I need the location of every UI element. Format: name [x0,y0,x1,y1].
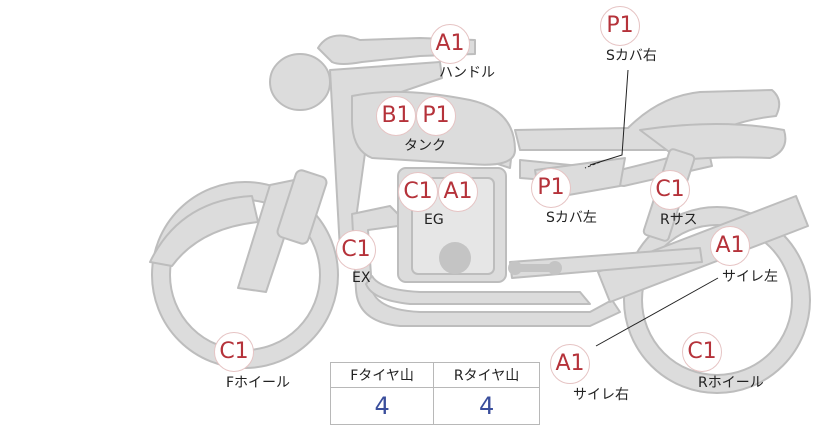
header-rear-tire: Rタイヤ山 [433,362,540,388]
header-front-tire: Fタイヤ山 [329,362,435,388]
grade-badge-r-sus: C1 [650,170,690,210]
label-exhaust: EX [352,270,371,286]
label-s-cover-r: Sカバ右 [606,48,657,64]
grade-badge-muffler-l: A1 [710,226,750,266]
grade-badge-engine-2: A1 [438,172,478,212]
grade-badge-tank-2: P1 [416,96,456,136]
grade-badge-tank-1: B1 [376,96,416,136]
label-tank: タンク [404,138,446,154]
value-rear-tire: 4 [433,387,540,425]
grade-badge-f-wheel: C1 [214,332,254,372]
label-handle: ハンドル [439,65,495,81]
value-front-tire: 4 [329,387,435,425]
muffler-shape [597,195,809,303]
grade-badge-engine-1: C1 [398,172,438,212]
label-engine: EG [424,212,444,228]
label-r-wheel: Rホイール [698,375,764,391]
label-r-sus: Rサス [660,212,698,228]
front-fender-shape [149,195,259,267]
label-muffler-r: サイレ右 [573,387,629,403]
grade-badge-exhaust: C1 [336,230,376,270]
leader-line-s-cover-r [589,69,629,166]
grade-badge-r-wheel: C1 [682,332,722,372]
grade-badge-s-cover-r: P1 [600,6,640,46]
leader-line-muffler-r [595,277,719,347]
grade-badge-s-cover-l: P1 [531,168,571,208]
label-muffler-l: サイレ左 [722,269,778,285]
grade-badge-muffler-r: A1 [550,344,590,384]
label-f-wheel: Fホイール [226,375,291,391]
grade-badge-handle: A1 [430,24,470,64]
headlight-shape [269,53,331,111]
rear-fender-shape [639,123,787,161]
tire-tread-table: Fタイヤ山 Rタイヤ山 4 4 [329,362,540,425]
label-s-cover-l: Sカバ左 [546,210,597,226]
